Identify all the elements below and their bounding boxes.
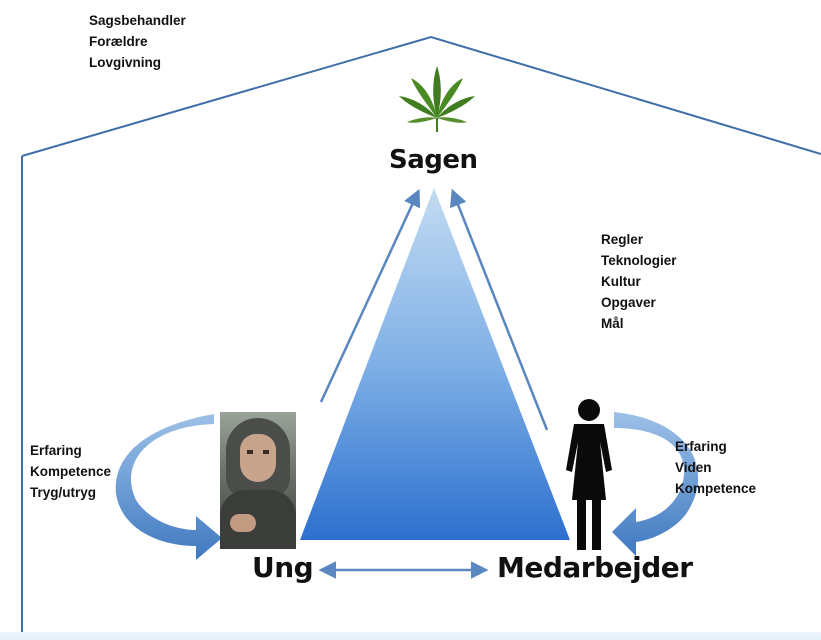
sagen-factor-list: Regler Teknologier Kultur Opgaver Mål	[601, 229, 677, 334]
bottom-strip	[0, 632, 821, 640]
list-item: Kompetence	[30, 464, 112, 479]
medarbejder-factor-list: Erfaring Viden Kompetence	[675, 436, 756, 499]
house-factor-list: Sagsbehandler Forældre Lovgivning	[89, 10, 186, 73]
relation-triangle	[300, 188, 570, 540]
list-item: Teknologier	[601, 253, 677, 268]
list-item: Kompetence	[675, 481, 757, 496]
list-item: Kultur	[601, 274, 641, 289]
woman-figure-icon	[566, 399, 612, 550]
list-item: Erfaring	[30, 443, 82, 458]
list-item: Lovgivning	[89, 55, 161, 70]
node-label-ung: Ung	[252, 551, 314, 584]
arrow-medarbejder-to-sagen	[450, 188, 549, 431]
node-label-sagen: Sagen	[389, 145, 478, 175]
list-item: Erfaring	[675, 439, 727, 454]
list-item: Opgaver	[601, 295, 656, 310]
cannabis-leaf-icon	[399, 66, 475, 132]
list-item: Sagsbehandler	[89, 13, 186, 28]
list-item: Tryg/utryg	[30, 485, 97, 500]
list-item: Viden	[675, 460, 712, 475]
list-item: Regler	[601, 232, 644, 247]
ung-factor-list: Erfaring Kompetence Tryg/utryg	[30, 440, 111, 503]
house-outline	[21, 35, 821, 640]
curved-arrow-icon	[612, 412, 699, 556]
curved-arrow-icon	[115, 414, 222, 560]
arrow-ung-to-sagen	[319, 188, 421, 403]
young-person-photo	[220, 412, 296, 549]
node-label-medarbejder: Medarbejder	[497, 551, 693, 584]
list-item: Forældre	[89, 34, 148, 49]
list-item: Mål	[601, 316, 624, 331]
